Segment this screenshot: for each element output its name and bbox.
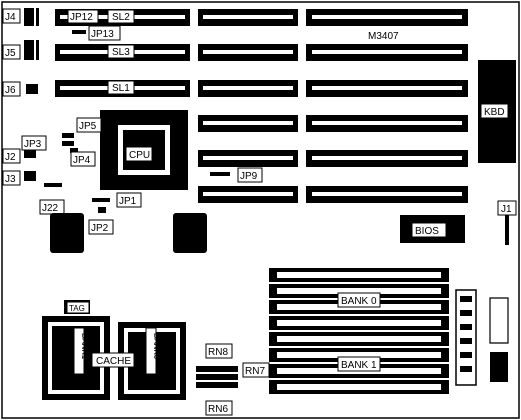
svg-text:JP2: JP2 <box>91 223 109 234</box>
svg-text:BANK1: BANK1 <box>80 333 89 360</box>
rn6-label: RN6 <box>205 400 233 416</box>
svg-text:SL1: SL1 <box>112 83 130 94</box>
jumper-jp12: JP12 <box>67 9 99 24</box>
bank-0-label: BANK 0 <box>337 292 381 308</box>
svg-text:BANK0: BANK0 <box>152 333 161 360</box>
jumper-jp5: JP5 <box>62 117 102 138</box>
svg-text:RN6: RN6 <box>208 404 228 415</box>
connector-j1: J1 <box>497 200 517 245</box>
svg-text:RN7: RN7 <box>245 366 265 377</box>
jumper-jp3: JP3 <box>21 135 74 151</box>
svg-text:RN8: RN8 <box>208 347 228 358</box>
svg-text:TAG: TAG <box>69 304 85 313</box>
board-model-label: M3407 <box>368 31 399 42</box>
bios-label: BIOS <box>415 226 439 237</box>
svg-text:BANK 1: BANK 1 <box>341 360 377 371</box>
isa-slots-right <box>306 9 468 203</box>
cache-bank1-label: BANK1 <box>73 327 89 375</box>
rn8-label: RN8 <box>205 343 233 359</box>
battery-outline <box>489 297 509 344</box>
connector-j4: J4 <box>2 8 39 26</box>
chipset-chip-left <box>50 213 84 253</box>
cpu-socket: CPU <box>100 110 188 190</box>
slot-label-sl3: SL3 <box>107 44 135 59</box>
bank-1-label: BANK 1 <box>337 356 381 372</box>
bios-chip: BIOS <box>400 215 465 243</box>
svg-text:J1: J1 <box>501 204 512 215</box>
j2-label: J2 <box>5 152 16 163</box>
j6-label: J6 <box>5 85 16 96</box>
jumper-jp9: JP9 <box>210 167 263 183</box>
cache-label: CACHE <box>91 352 135 368</box>
connector-j5: J5 <box>2 40 39 60</box>
svg-text:JP9: JP9 <box>240 171 258 182</box>
jumper-jp4: JP4 <box>70 148 96 167</box>
connector-j6: J6 <box>2 81 38 97</box>
isa-slots-middle <box>198 9 298 203</box>
keyboard-connector: KBD <box>478 60 516 163</box>
cache-bank0-label: BANK0 <box>145 327 161 375</box>
jp12-label: JP12 <box>70 12 93 23</box>
j5-label: J5 <box>5 48 16 59</box>
jp13-label: JP13 <box>91 29 114 40</box>
port-connector <box>490 352 508 382</box>
rn7-label: RN7 <box>242 362 270 378</box>
chipset-chip-center <box>173 213 207 253</box>
connector-j2: J2 <box>2 148 36 164</box>
svg-text:JP1: JP1 <box>119 196 137 207</box>
svg-text:JP5: JP5 <box>79 121 97 132</box>
jumper-jp2: JP2 <box>88 207 114 235</box>
cpu-label: CPU <box>129 150 150 161</box>
kbd-label: KBD <box>484 107 505 118</box>
svg-text:SL2: SL2 <box>112 12 130 23</box>
svg-text:CACHE: CACHE <box>96 356 131 367</box>
svg-text:JP4: JP4 <box>73 155 91 166</box>
tag-label: TAG <box>64 300 90 314</box>
jumper-jp1: JP1 <box>92 192 142 208</box>
svg-text:SL3: SL3 <box>112 47 130 58</box>
j4-label: J4 <box>5 12 16 23</box>
jumper-jp13: JP13 <box>72 25 121 41</box>
connector-j3: J3 <box>2 170 36 186</box>
slot-label-sl2: SL2 <box>107 9 135 24</box>
slot-label-sl1: SL1 <box>107 80 135 95</box>
resistor-networks <box>196 366 238 388</box>
j3-label: J3 <box>5 174 16 185</box>
svg-text:J22: J22 <box>42 203 59 214</box>
svg-text:JP3: JP3 <box>24 139 42 150</box>
power-connector <box>455 289 477 386</box>
svg-text:BANK 0: BANK 0 <box>341 296 377 307</box>
